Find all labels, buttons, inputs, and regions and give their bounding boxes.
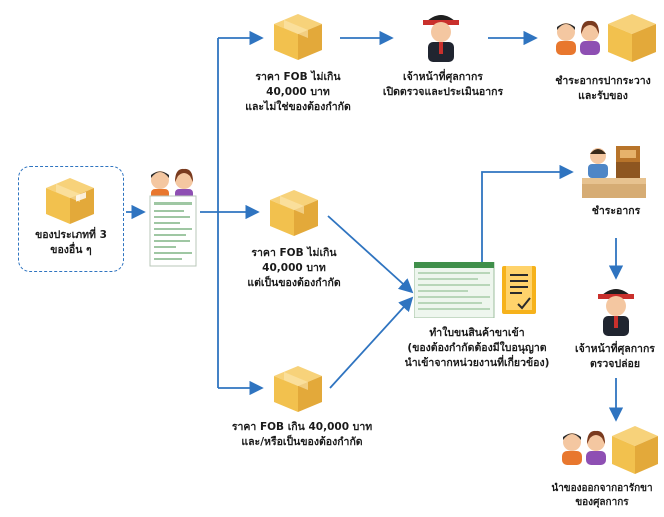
branch-mid-line2: 40,000 บาท — [262, 262, 326, 274]
branch-mid-line1: ราคา FOB ไม่เกิน — [251, 247, 337, 259]
customs-officer-icon — [598, 289, 634, 336]
customs-officer-icon — [423, 15, 459, 62]
pay-duty-line1: ชำระอากร — [591, 205, 641, 217]
parcel-box-icon — [274, 366, 322, 412]
parcel-box-icon — [46, 178, 94, 224]
start-label-line1: ของประเภทที่ 3 — [35, 229, 107, 241]
officer-top-line2: เปิดตรวจและประเมินอากร — [382, 86, 504, 98]
branch-top-line2: 40,000 บาท — [266, 86, 330, 98]
import-entry-line1: ทำใบขนสินค้าขาเข้า — [429, 327, 525, 339]
officer-release-line1: เจ้าหน้าที่ศุลกากร — [575, 343, 655, 355]
branch-mid-label: ราคา FOB ไม่เกิน 40,000 บาท แต่เป็นของต้… — [226, 246, 362, 291]
officer-release-line2: ตรวจปล่อย — [589, 358, 641, 370]
receivers-with-parcel-icon — [556, 14, 656, 62]
parcel-box-icon — [274, 14, 322, 60]
branch-top-label: ราคา FOB ไม่เกิน 40,000 บาท และไม่ใช่ของ… — [230, 70, 366, 115]
start-frame — [18, 166, 124, 272]
pay-top-line2: และรับของ — [578, 90, 628, 102]
branch-bot-line2: และ/หรือเป็นของต้องกำกัด — [241, 436, 363, 448]
officer-top-label: เจ้าหน้าที่ศุลกากร เปิดตรวจและประเมินอาก… — [368, 70, 518, 100]
take-out-line2: ของศุลกากร — [575, 497, 629, 508]
branch-top-line3: และไม่ใช่ของต้องกำกัด — [245, 101, 351, 113]
parcel-box-icon — [270, 190, 318, 236]
import-entry-line3: นำเข้าจากหน่วยงานที่เกี่ยวข้อง) — [404, 357, 550, 369]
pay-top-line1: ชำระอากรปากระวาง — [555, 75, 651, 87]
applicants-with-document-icon — [149, 168, 197, 267]
branch-bot-label: ราคา FOB เกิน 40,000 บาท และ/หรือเป็นของ… — [218, 420, 386, 450]
pay-duty-label: ชำระอากร — [566, 204, 664, 219]
branch-bot-line1: ราคา FOB เกิน 40,000 บาท — [231, 421, 373, 433]
take-out-line1: นำของออกจากอารักขา — [551, 483, 653, 494]
take-out-label: นำของออกจากอารักขา ของศุลกากร — [540, 482, 664, 510]
branch-mid-line3: แต่เป็นของต้องกำกัด — [247, 277, 341, 289]
officer-top-line1: เจ้าหน้าที่ศุลกากร — [403, 71, 483, 83]
branch-top-line1: ราคา FOB ไม่เกิน — [255, 71, 341, 83]
import-entry-label: ทำใบขนสินค้าขาเข้า (ของต้องกำกัดต้องมีใบ… — [388, 326, 566, 371]
customs-counter-icon — [582, 146, 646, 198]
import-entry-line2: (ของต้องกำกัดต้องมีใบอนุญาต — [407, 342, 547, 354]
arrow-mid-to-entry — [327, 215, 414, 294]
import-entry-form-icon — [414, 262, 536, 318]
start-label-line2: ของอื่น ๆ — [50, 244, 92, 256]
arrow-bot-to-entry — [329, 296, 414, 389]
officer-release-label: เจ้าหน้าที่ศุลกากร ตรวจปล่อย — [560, 342, 664, 372]
start-label: ของประเภทที่ 3 ของอื่น ๆ — [21, 228, 121, 258]
pay-top-label: ชำระอากรปากระวาง และรับของ — [548, 74, 658, 104]
arrow-entry-to-payduty — [481, 164, 574, 262]
receivers-with-parcel-icon — [562, 426, 658, 474]
